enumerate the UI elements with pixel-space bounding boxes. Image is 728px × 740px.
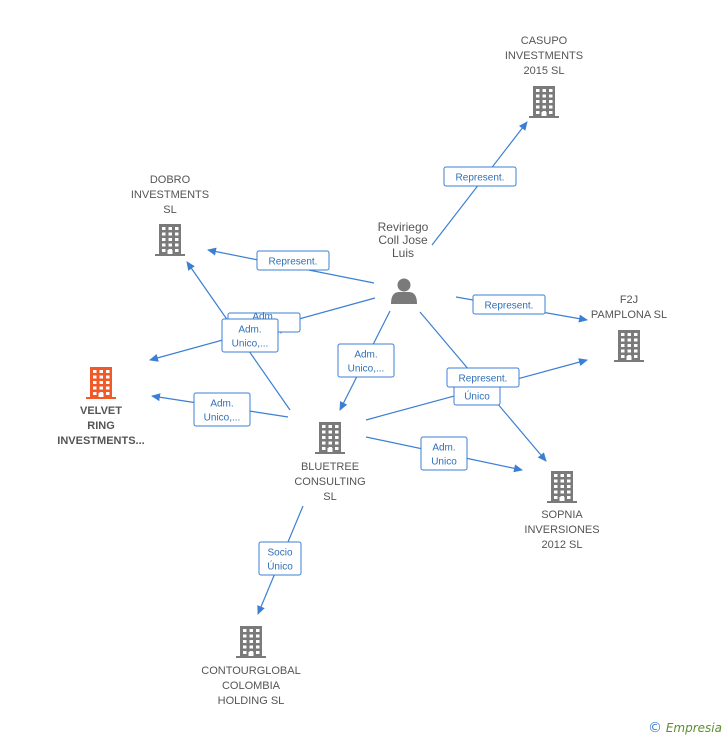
company-name-line: RING — [87, 420, 115, 432]
company-name-line: BLUETREE — [301, 461, 359, 473]
edge-label-e7[interactable]: Adm. Unico — [420, 436, 468, 471]
edge-label-e5[interactable]: Adm. Unico,... — [337, 343, 395, 378]
company-name-line: INVESTMENTS... — [57, 435, 144, 447]
person-icon — [391, 278, 417, 304]
edge-label-box — [420, 436, 468, 471]
footer-brand: © Empresia — [648, 720, 722, 736]
company-name-line: 2012 SL — [542, 539, 583, 551]
edge-label-box — [258, 541, 302, 576]
building-icon — [236, 626, 266, 658]
company-name-line: INVERSIONES — [524, 524, 599, 536]
edge-label-e6[interactable]: Adm. Unico,... — [221, 318, 279, 353]
edge-label-text: Socio — [267, 548, 292, 559]
edge-label-text: Adm. — [252, 312, 275, 323]
edge-label-box — [443, 166, 517, 187]
company-name-line: CONSULTING — [294, 476, 365, 488]
edge-label-text: Unico,... — [232, 339, 269, 350]
copyright-icon: © — [648, 720, 663, 736]
company-node-sopnia[interactable]: SOPNIA INVERSIONES 2012 SL — [524, 471, 600, 551]
company-name-line: INVESTMENTS — [131, 189, 209, 201]
edge-label-text: Represent. — [459, 374, 508, 385]
edge-label-text: Adm. — [354, 350, 377, 361]
edge-label-e2[interactable]: Represent. — [256, 250, 330, 271]
building-icon — [614, 330, 644, 362]
edge-label-e3[interactable]: Represent. — [472, 294, 546, 315]
company-node-casupo[interactable]: CASUPO INVESTMENTS 2015 SL — [505, 35, 583, 118]
edge-label-text: Represent. — [456, 173, 505, 184]
company-name-line: HOLDING SL — [218, 695, 285, 707]
company-name-line: CONTOURGLOBAL — [201, 665, 300, 677]
edge-label-box — [256, 250, 330, 271]
edge-label-text: Represent. — [485, 301, 534, 312]
company-name-line: PAMPLONA SL — [591, 309, 667, 321]
company-name-line: VELVET — [80, 405, 122, 417]
company-node-contour[interactable]: CONTOURGLOBAL COLOMBIA HOLDING SL — [201, 626, 301, 707]
edge-label-text: Unico,... — [348, 364, 385, 375]
edge-label-text: Adm. — [432, 443, 455, 454]
building-icon — [315, 422, 345, 454]
edge-label-box — [446, 367, 520, 388]
company-name-line: SL — [163, 204, 176, 216]
company-node-velvet[interactable]: VELVET RING INVESTMENTS... — [57, 367, 145, 447]
building-icon — [86, 367, 116, 399]
company-name-line: 2015 SL — [524, 65, 565, 77]
edge-label-e11[interactable]: Represent. — [446, 367, 520, 388]
edge-label-text: Adm. — [238, 325, 261, 336]
company-node-dobro[interactable]: DOBRO INVESTMENTS SL — [131, 174, 209, 256]
edge-label-text: Unico — [431, 457, 457, 468]
edge-label-box — [472, 294, 546, 315]
edge-label-box — [221, 318, 279, 353]
person-name-line: Luis — [392, 246, 414, 260]
edge-label-text: Único — [464, 390, 490, 403]
edge-label-e10[interactable]: Adm. Unico,... — [193, 392, 251, 427]
brand-name: Empresia — [665, 721, 722, 735]
person-name-line: Coll Jose — [378, 233, 428, 247]
company-node-f2j[interactable]: F2J PAMPLONA SL — [591, 294, 667, 362]
edge-label-box — [337, 343, 395, 378]
building-icon — [155, 224, 185, 256]
company-name-line: SOPNIA — [541, 509, 583, 521]
edge-label-text: Unico,... — [204, 413, 241, 424]
company-name-line: COLOMBIA — [222, 680, 281, 692]
person-name-line: Reviriego — [378, 220, 429, 234]
edge-label-text: Represent. — [269, 257, 318, 268]
building-icon — [529, 86, 559, 118]
building-icon — [547, 471, 577, 503]
edge-label-text: Único — [267, 560, 293, 573]
company-node-bluetree[interactable]: BLUETREE CONSULTING SL — [294, 422, 366, 503]
company-name-line: CASUPO — [521, 35, 568, 47]
edge-label-text: Adm. — [210, 399, 233, 410]
company-name-line: DOBRO — [150, 174, 191, 186]
edge-label-e1[interactable]: Represent. — [443, 166, 517, 187]
company-name-line: INVESTMENTS — [505, 50, 583, 62]
company-name-line: SL — [323, 491, 336, 503]
edge-label-box — [193, 392, 251, 427]
company-name-line: F2J — [620, 294, 638, 306]
